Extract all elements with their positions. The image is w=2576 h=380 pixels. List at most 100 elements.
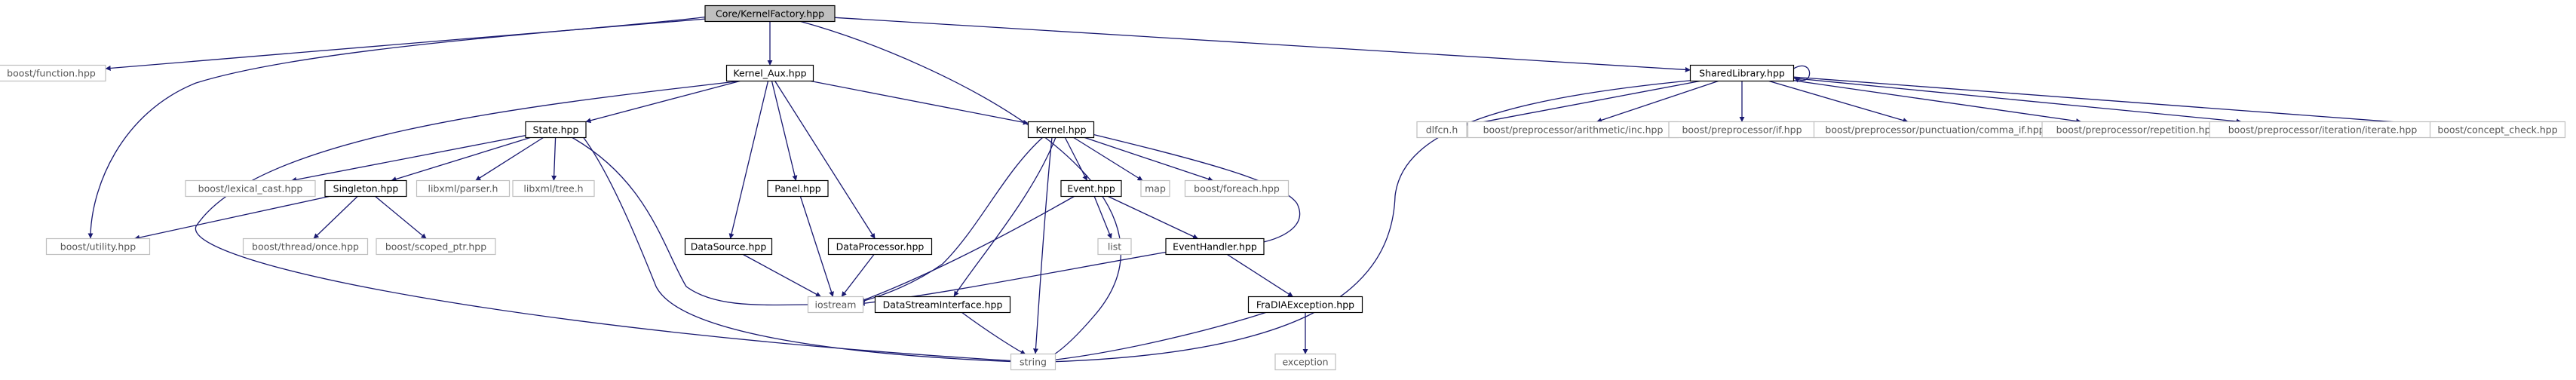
edges-layer [87, 16, 2430, 365]
node-list: list [1097, 238, 1132, 256]
node-dlfcn: dlfcn.h [1416, 121, 1467, 139]
node-label: list [1108, 241, 1121, 253]
edge-sharedlibrary-to-sharedlibrary [1793, 65, 1811, 83]
node-kernelfactory[interactable]: Core/KernelFactory.hpp [704, 5, 836, 23]
node-pp-comma: boost/preprocessor/punctuation/comma_if.… [1813, 121, 2057, 139]
edge-sharedlibrary-to-pp-rep [1793, 80, 2082, 124]
node-box [2429, 121, 2566, 139]
node-label: DataProcessor.hpp [836, 241, 925, 253]
edge-kernelfactory-to-sharedlibrary [834, 17, 1691, 72]
node-thread-once: boost/thread/once.hpp [242, 238, 369, 256]
node-label: DataSource.hpp [691, 241, 767, 253]
node-map: map [1140, 179, 1170, 198]
node-box [324, 179, 407, 198]
node-label: Core/KernelFactory.hpp [716, 8, 824, 20]
node-string: string [1010, 353, 1056, 371]
node-label: boost/preprocessor/iteration/iterate.hpp [2228, 124, 2418, 136]
node-box [1060, 179, 1122, 198]
node-box [1027, 121, 1095, 139]
edge-state-to-string [581, 135, 1020, 365]
edge-singleton-to-scoped-ptr [375, 195, 427, 240]
node-kernel-aux[interactable]: Kernel_Aux.hpp [725, 64, 814, 82]
node-label: string [1020, 357, 1047, 368]
edge-state-to-iostream [571, 136, 814, 308]
node-label: Kernel_Aux.hpp [733, 68, 806, 79]
node-label: exception [1282, 357, 1328, 368]
node-label: libxml/parser.h [428, 183, 498, 195]
node-datastream[interactable]: DataStreamInterface.hpp [874, 296, 1011, 314]
node-box [827, 238, 933, 256]
node-label: boost/preprocessor/punctuation/comma_if.… [1825, 124, 2044, 136]
node-box [874, 296, 1011, 314]
edge-kernel-to-datastream [953, 136, 1056, 297]
node-label: FraDIAException.hpp [1256, 299, 1354, 311]
node-box [1274, 353, 1336, 371]
node-scoped-ptr: boost/scoped_ptr.hpp [376, 238, 496, 256]
node-label: DataStreamInterface.hpp [883, 299, 1003, 311]
node-label: boost/function.hpp [7, 68, 96, 79]
node-fradia[interactable]: FraDIAException.hpp [1247, 296, 1363, 314]
edge-kernel-to-foreach [1084, 136, 1213, 182]
node-eventhandler[interactable]: EventHandler.hpp [1165, 238, 1265, 256]
node-libxml-parser: libxml/parser.h [416, 179, 511, 198]
node-box [242, 238, 369, 256]
node-box [45, 238, 151, 256]
node-box [1165, 238, 1265, 256]
node-box [1140, 179, 1170, 198]
edge-sharedlibrary-to-concept [1793, 76, 2430, 127]
edge-panel-to-iostream [799, 196, 834, 297]
node-utility: boost/utility.hpp [45, 238, 151, 256]
node-label: libxml/tree.h [523, 183, 583, 195]
edge-sharedlibrary-to-pp-inc [1596, 80, 1719, 123]
edge-sharedlibrary-to-string [1047, 79, 1697, 365]
node-box [1689, 64, 1795, 82]
edge-kernel-aux-to-dataprocessor [774, 81, 876, 239]
node-label: boost/thread/once.hpp [252, 241, 359, 253]
edge-kernelfactory-to-string [799, 20, 1122, 360]
node-label: boost/utility.hpp [60, 241, 136, 253]
edge-kernel-to-iostream [855, 136, 1044, 305]
edge-sharedlibrary-to-pp-comma [1768, 80, 1909, 123]
edge-state-to-singleton [391, 136, 531, 182]
edge-kernel-aux-to-state [585, 80, 741, 124]
node-label: map [1145, 183, 1166, 195]
node-event[interactable]: Event.hpp [1060, 179, 1122, 198]
node-panel[interactable]: Panel.hpp [767, 179, 829, 198]
node-box [0, 64, 106, 82]
node-label: boost/preprocessor/if.hpp [1682, 124, 1802, 136]
node-pp-rep: boost/preprocessor/repetition.hpp [2041, 121, 2231, 139]
node-kernel[interactable]: Kernel.hpp [1027, 121, 1095, 139]
node-label: boost/concept_check.hpp [2437, 124, 2557, 136]
node-label: boost/lexical_cast.hpp [198, 183, 303, 195]
node-box [1184, 179, 1290, 198]
node-iostream: iostream [807, 296, 864, 314]
node-label: Panel.hpp [774, 183, 821, 195]
node-boost-function: boost/function.hpp [0, 64, 106, 82]
edge-dataprocessor-to-iostream [841, 254, 875, 297]
node-state[interactable]: State.hpp [525, 121, 587, 139]
node-dataprocessor[interactable]: DataProcessor.hpp [827, 238, 933, 256]
node-box [1097, 238, 1132, 256]
node-box [684, 238, 773, 256]
node-datasource[interactable]: DataSource.hpp [684, 238, 773, 256]
node-label: boost/preprocessor/repetition.hpp [2056, 124, 2217, 136]
nodes-layer: Core/KernelFactory.hpp boost/function.hpp… [0, 5, 2566, 371]
node-sharedlibrary[interactable]: SharedLibrary.hpp [1689, 64, 1795, 82]
node-singleton[interactable]: Singleton.hpp [324, 179, 407, 198]
edge-singleton-to-thread-once [313, 196, 358, 239]
node-box [376, 238, 496, 256]
node-box [512, 179, 595, 198]
edge-kernel-to-string [1032, 136, 1053, 354]
edge-kernel-aux-to-kernel [810, 80, 1029, 125]
node-box [704, 5, 836, 23]
node-pp-iter: boost/preprocessor/iteration/iterate.hpp [2209, 121, 2436, 139]
node-box [1416, 121, 1467, 139]
edge-sharedlibrary-to-dlfcn [1466, 80, 1700, 127]
node-label: Event.hpp [1067, 183, 1115, 195]
node-box [1010, 353, 1056, 371]
node-foreach: boost/foreach.hpp [1184, 179, 1290, 198]
edge-state-to-libxml-parser [475, 136, 544, 182]
edge-kernel-to-map [1073, 136, 1143, 182]
node-box [525, 121, 587, 139]
